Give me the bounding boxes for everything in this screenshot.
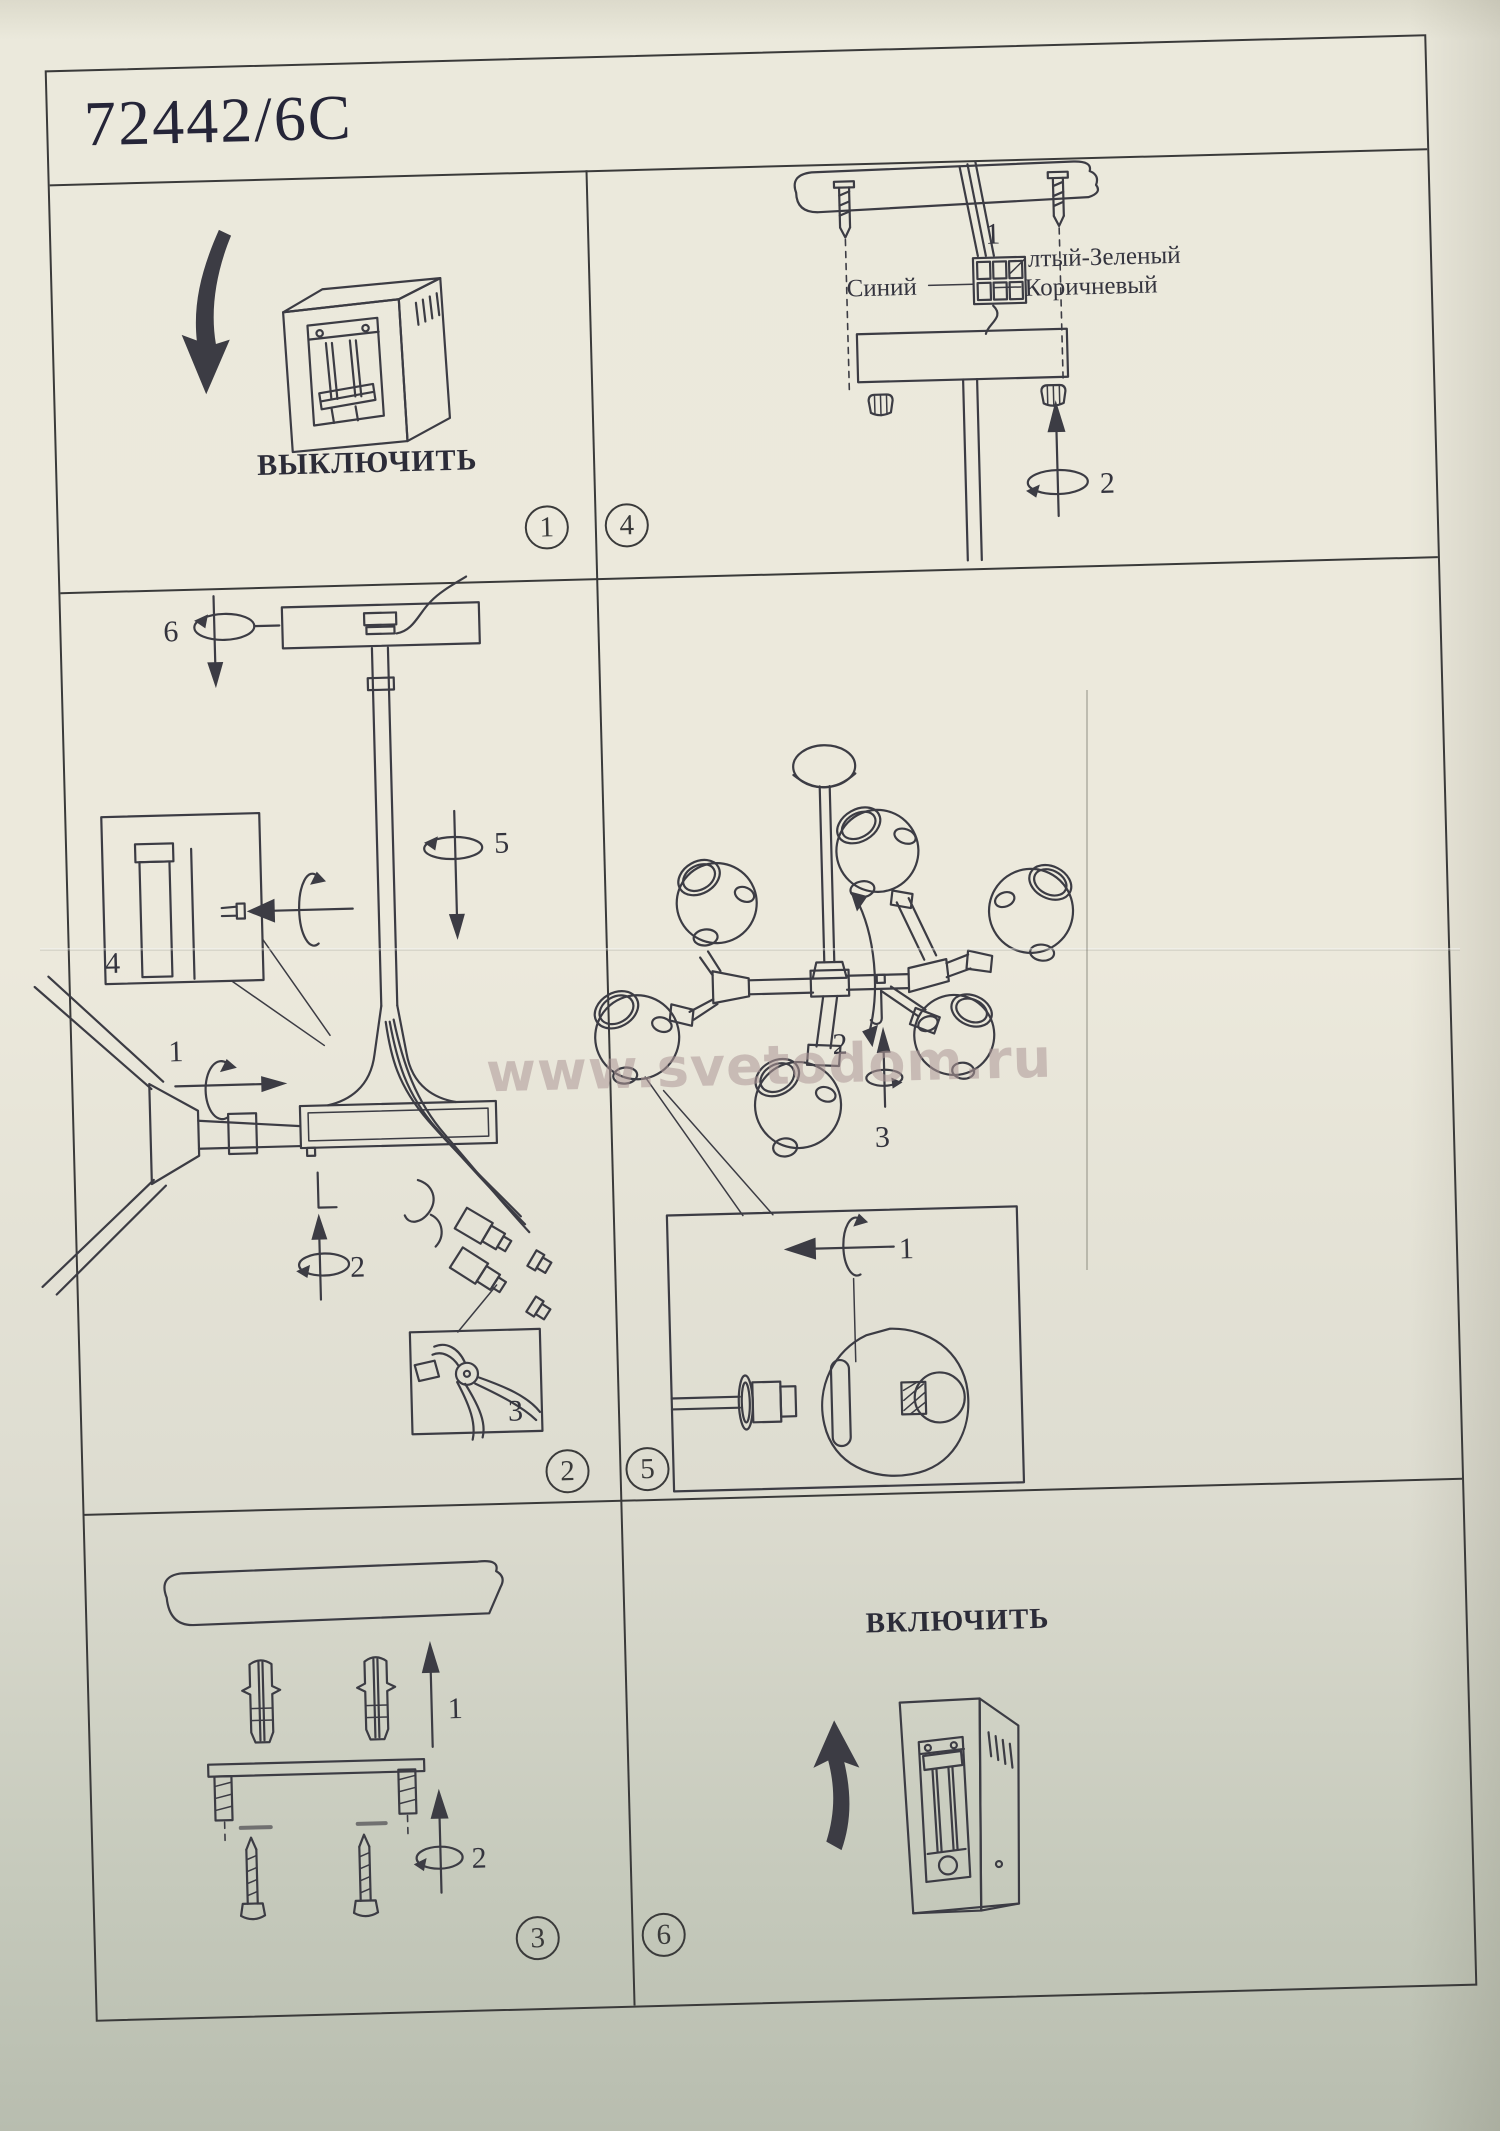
- panel3-mounting-drawing: 1: [163, 1560, 504, 1921]
- panel6-turn-on-drawing: [813, 1697, 1021, 1915]
- left-arrow-icon: [783, 1237, 817, 1260]
- left-arrow-icon: [246, 898, 276, 923]
- y-connector-right: [879, 889, 994, 1035]
- step-number: 2: [471, 1841, 487, 1874]
- step-number: 1: [898, 1232, 914, 1265]
- inset-box-bulb: [665, 1205, 1026, 1493]
- rotate-icon: [297, 1252, 351, 1277]
- step-number: 1: [168, 1035, 184, 1068]
- rotate-icon: [298, 872, 320, 947]
- screw-icon: [352, 1833, 380, 1918]
- cap-nut-right-icon: [1040, 383, 1067, 407]
- rotate-icon: [415, 1845, 464, 1870]
- screw-icon: [239, 1836, 267, 1921]
- wire-label-yellow-green: лтый-Зеленый: [1028, 242, 1181, 273]
- hanger-bracket: [280, 575, 481, 650]
- mounting-screw-right-icon: [1046, 170, 1069, 228]
- center-stem-socket: [805, 994, 842, 1068]
- down-arrow-icon: [207, 661, 224, 689]
- panel5-chandelier-drawing: 2 3: [593, 744, 1075, 1493]
- step-number: 2: [1099, 467, 1115, 500]
- globe-with-bulb: [821, 1327, 970, 1477]
- step-number: 2: [832, 1028, 848, 1061]
- panel2-rod-assembly-drawing: 6 5: [33, 575, 553, 1441]
- wall-plug-icon: [241, 1659, 282, 1744]
- connector-cap: [526, 1249, 553, 1274]
- panel1-turn-off-drawing: [181, 229, 452, 454]
- globe-right: [987, 863, 1075, 962]
- allen-key-icon: [305, 1146, 338, 1209]
- step-number: 1: [985, 217, 1001, 250]
- supply-wires: [958, 160, 995, 258]
- breaker-box-on-icon: [898, 1697, 1021, 1915]
- mounting-bracket-icon: [206, 1757, 426, 1822]
- model-number-title: 72442/6C: [83, 81, 354, 160]
- step-number: 3: [874, 1121, 890, 1154]
- cap-nut-left-icon: [867, 393, 894, 417]
- allen-key-icon: [869, 973, 886, 1025]
- curved-down-arrow-icon: [181, 229, 232, 395]
- up-arrow-icon: [430, 1788, 449, 1819]
- left-arm-y-piece: [33, 975, 303, 1296]
- connector-cap: [525, 1295, 552, 1321]
- globe-top: [835, 806, 920, 899]
- step-number: 4: [105, 947, 121, 980]
- rotate-icon: [865, 1068, 904, 1087]
- set-screw-icon: [220, 902, 247, 920]
- down-rod: [366, 646, 399, 1008]
- step-number: 6: [163, 615, 179, 648]
- step-number: 5: [494, 827, 510, 860]
- terminal-block-icon: [971, 255, 1028, 306]
- curved-arrow: [854, 896, 877, 1035]
- instruction-table: 72442/6C: [33, 34, 1478, 2022]
- wire-label-brown: Коричневый: [1024, 271, 1158, 301]
- lamp-socket-icon: [737, 1374, 798, 1431]
- up-arrow-icon: [311, 1213, 328, 1240]
- ceiling-mount-disc: [792, 744, 857, 789]
- bulb-icon: [913, 1371, 966, 1424]
- mounting-screw-left-icon: [832, 180, 856, 239]
- globe-bottom-center: [753, 1057, 843, 1158]
- lamp-wires: [384, 1018, 531, 1248]
- ceiling-hatch: [163, 1560, 504, 1627]
- rotate-icon: [204, 1060, 230, 1121]
- up-arrow-icon: [876, 1026, 891, 1053]
- rotate-icon: [423, 835, 484, 861]
- inset-box-pliers: [408, 1327, 544, 1441]
- up-arrow-icon: [1047, 400, 1066, 433]
- down-arrow-icon: [448, 913, 465, 940]
- y-connector-left: [668, 950, 751, 1027]
- panel6-caption: ВКЛЮЧИТЬ: [865, 1602, 1050, 1640]
- breaker-box-off-icon: [282, 277, 452, 454]
- wire-label-blue: Синий: [846, 274, 917, 303]
- step-number: 1: [447, 1692, 463, 1725]
- globe-bottom-right: [913, 993, 996, 1080]
- rotate-icon: [1026, 468, 1089, 496]
- panel4-ceiling-wiring-drawing: 1 лтый-Зеленый Синий Коричневый: [793, 160, 1181, 562]
- right-arrow-icon: [261, 1076, 288, 1093]
- lamp-holder-connector: [453, 1206, 513, 1253]
- curved-up-arrow-icon: [813, 1720, 860, 1851]
- lamp-holder-connector: [448, 1246, 508, 1294]
- panel1-caption: ВЫКЛЮЧИТЬ: [256, 443, 478, 482]
- paper-fold-horizontal: [40, 948, 1460, 951]
- step-number: 2: [350, 1250, 366, 1283]
- inset-box-rod-detail: [100, 811, 331, 1047]
- globe-far-left: [593, 990, 681, 1085]
- central-tee-junction: [298, 1004, 499, 1150]
- step-number: 3: [508, 1394, 524, 1427]
- globe-upper-left: [675, 858, 758, 947]
- wall-plug-icon: [356, 1656, 397, 1741]
- ceiling-hatch: [793, 160, 1099, 214]
- canopy-plate: [855, 327, 1070, 384]
- up-arrow-icon: [421, 1640, 440, 1674]
- knob-icon: [937, 1855, 959, 1876]
- paper-fold-vertical: [1086, 690, 1088, 1270]
